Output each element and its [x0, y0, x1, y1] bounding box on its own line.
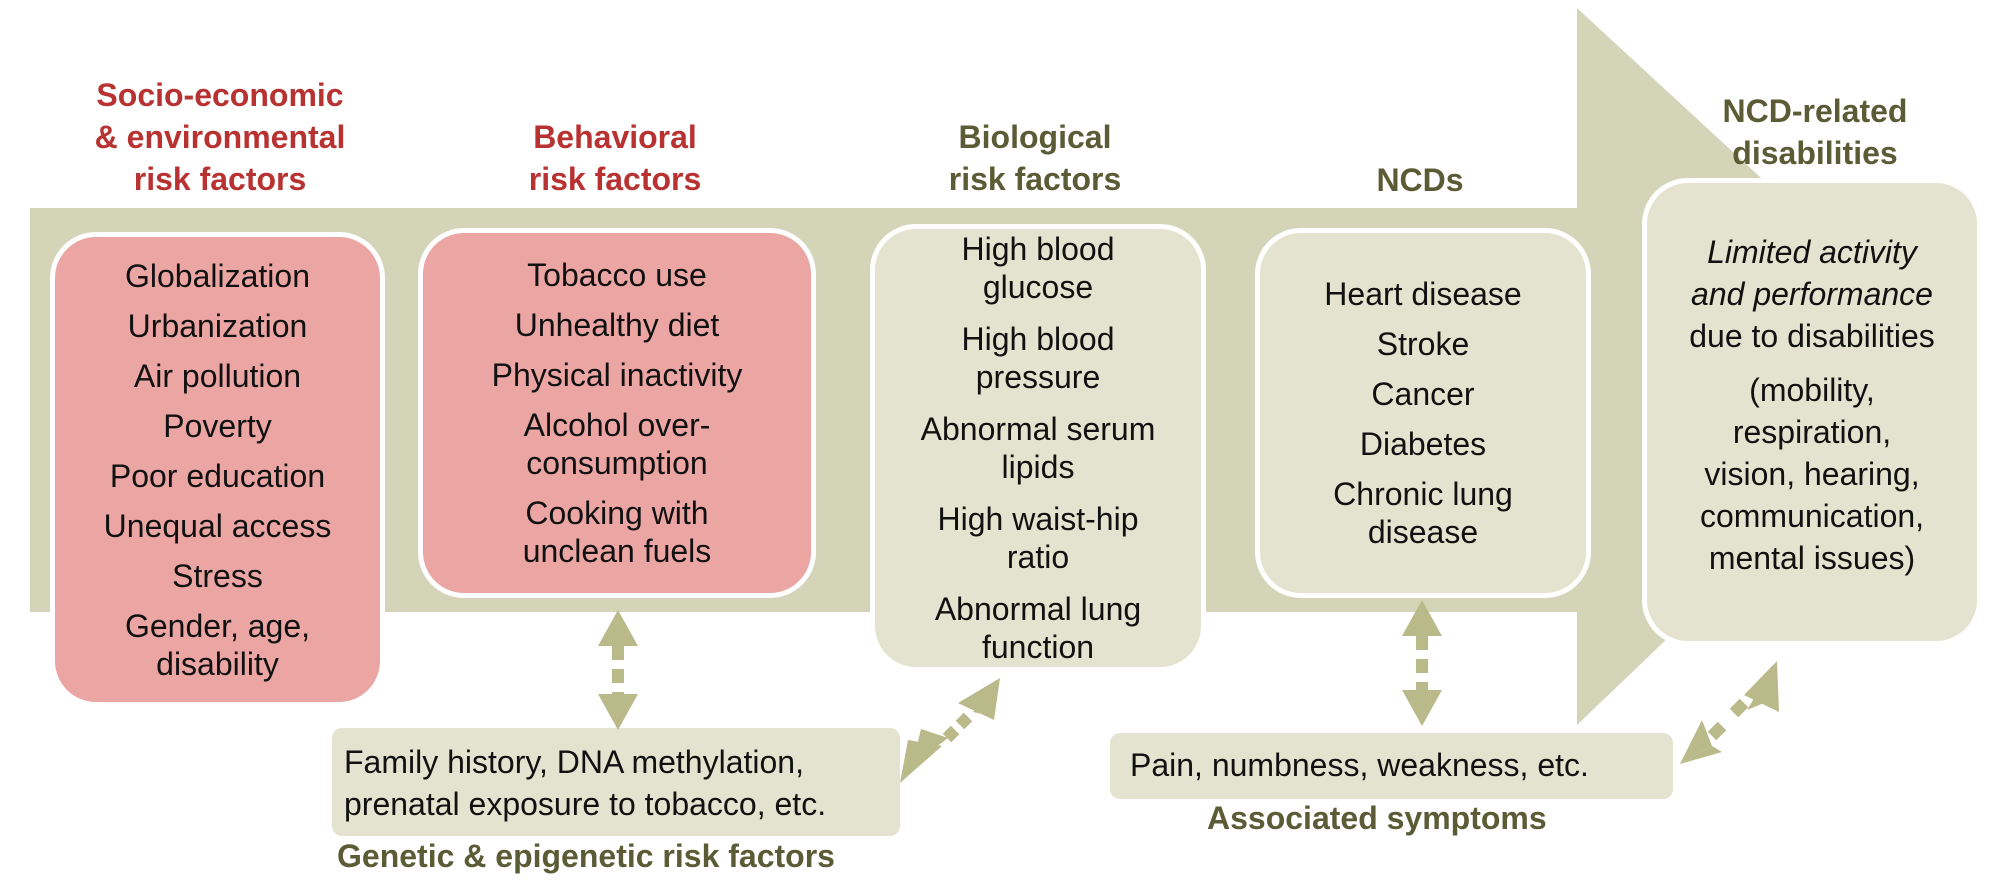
socio-economic-heading: Socio-economic & environmental risk fact… [94, 77, 346, 197]
socio-item: Stress [172, 557, 263, 594]
socio-economic-box: Globalization Urbanization Air pollution… [50, 232, 385, 707]
behavioral-item: Tobacco use [527, 257, 707, 293]
behavioral-item: Physical inactivity [491, 357, 743, 393]
ncd-item: Stroke [1376, 326, 1470, 362]
disabilities-italic-text: Limited activity and performance [1691, 234, 1933, 312]
socio-item: Globalization [125, 257, 310, 294]
genetic-factors-caption: Genetic & epigenetic risk factors [337, 838, 835, 874]
behavioral-item: Cooking with unclean fuels [522, 495, 712, 569]
biological-item: High waist-hip ratio [937, 501, 1139, 575]
ncds-heading: NCDs [1376, 162, 1464, 198]
socio-item: Poverty [163, 407, 272, 444]
disabilities-box: Limited activity and performance due to … [1642, 178, 1982, 646]
biological-box: High blood glucose High blood pressure A… [870, 224, 1206, 672]
symptoms-disabilities-link-arrow [1680, 661, 1779, 764]
socio-item: Poor education [109, 457, 326, 494]
disabilities-list-text: (mobility, respiration, vision, hearing,… [1699, 372, 1925, 576]
behavioral-heading: Behavioral risk factors [528, 119, 702, 197]
biological-heading: Biological risk factors [948, 119, 1122, 197]
disabilities-heading: NCD-related disabilities [1722, 93, 1908, 171]
socio-item: Unequal access [103, 507, 332, 544]
biological-item: Abnormal serum lipids [920, 411, 1156, 485]
genetic-factors-box: Family history, DNA methylation, prenata… [332, 728, 900, 836]
symptoms-caption: Associated symptoms [1207, 800, 1547, 836]
ncd-item: Heart disease [1324, 276, 1522, 312]
biological-genetic-link-arrow [900, 678, 1000, 783]
biological-item: Abnormal lung function [934, 591, 1142, 665]
biological-item: High blood glucose [961, 231, 1115, 305]
behavioral-item: Alcohol over- consumption [523, 407, 711, 481]
ncd-item: Cancer [1371, 376, 1475, 412]
socio-item: Gender, age, disability [124, 607, 311, 682]
symptoms-box: Pain, numbness, weakness, etc. [1110, 733, 1673, 799]
ncds-symptoms-link-arrow [1402, 600, 1442, 726]
disabilities-plain-text: due to disabilities [1689, 318, 1935, 354]
ncd-item: Chronic lung disease [1333, 476, 1513, 550]
socio-item: Air pollution [133, 357, 302, 394]
socio-item: Urbanization [127, 307, 308, 344]
behavioral-item: Unhealthy diet [514, 307, 720, 343]
ncd-item: Diabetes [1359, 426, 1487, 462]
behavioral-box: Tobacco use Unhealthy diet Physical inac… [418, 228, 816, 598]
behavioral-genetic-link-arrow [598, 610, 638, 730]
biological-item: High blood pressure [961, 321, 1115, 395]
ncds-box: Heart disease Stroke Cancer Diabetes Chr… [1255, 228, 1591, 598]
